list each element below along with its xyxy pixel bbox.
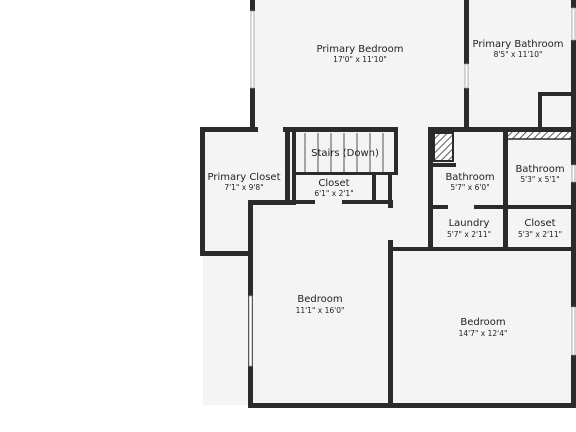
room-dims-laundry: 5'7" x 2'11" — [447, 230, 491, 239]
room-name-bathroom-2: Bathroom — [515, 164, 564, 175]
room-name-closet-hall: Closet — [318, 178, 349, 189]
room-name-stairs: Stairs (Down) — [311, 148, 379, 159]
room-dims-primary-bedroom: 17'0" x 11'10" — [333, 55, 387, 64]
room-dims-bathroom-2: 5'3" x 5'1" — [520, 175, 559, 184]
room-name-bedroom-2: Bedroom — [460, 317, 505, 328]
windows — [248, 7, 576, 367]
room-name-primary-closet: Primary Closet — [208, 172, 281, 183]
room-labels: Primary Bedroom 17'0" x 11'10" Primary B… — [208, 39, 565, 338]
walls — [200, 0, 576, 408]
room-name-bathroom-1: Bathroom — [445, 172, 494, 183]
room-name-primary-bedroom: Primary Bedroom — [316, 44, 403, 55]
room-dims-closet-hall: 6'1" x 2'1" — [314, 189, 353, 198]
room-dims-closet-2: 5'3" x 2'11" — [518, 230, 562, 239]
room-name-closet-2: Closet — [524, 218, 555, 229]
room-dims-primary-bathroom: 8'5" x 11'10" — [494, 50, 543, 59]
room-dims-bathroom-1: 5'7" x 6'0" — [450, 183, 489, 192]
room-dims-primary-closet: 7'1" x 9'8" — [224, 183, 263, 192]
hatched-fixture-1 — [433, 132, 454, 162]
room-name-primary-bathroom: Primary Bathroom — [473, 39, 564, 50]
room-name-laundry: Laundry — [449, 218, 490, 229]
room-dims-bedroom-2: 14'7" x 12'4" — [459, 329, 508, 338]
room-name-bedroom-1: Bedroom — [297, 294, 342, 305]
hatched-fixture-2 — [506, 130, 576, 140]
stairs-treads — [304, 133, 384, 172]
room-dims-bedroom-1: 11'1" x 16'0" — [296, 306, 345, 315]
